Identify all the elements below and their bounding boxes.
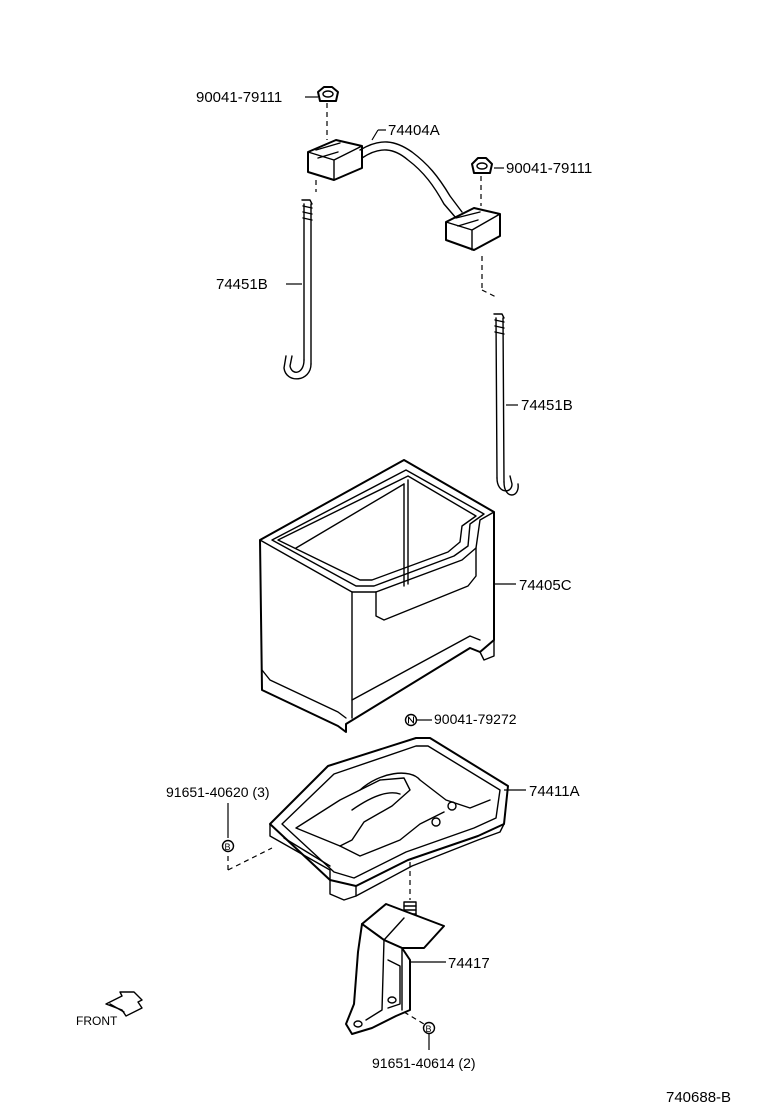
battery-bracket: [345, 901, 445, 1035]
callout-clamp: 74404A: [388, 122, 440, 139]
callout-nut-tray: 90041-79272: [434, 711, 517, 727]
callout-nut-top-left: 90041-79111: [196, 89, 282, 106]
callout-rod-right: 74451B: [521, 397, 573, 414]
svg-text:B: B: [426, 1024, 432, 1034]
callout-rod-left: 74451B: [216, 276, 268, 293]
nut-top-left-icon: [317, 86, 339, 102]
callout-tray: 74411A: [529, 783, 580, 800]
nut-tray-icon: [404, 713, 418, 727]
nut-top-right-icon: [471, 157, 493, 174]
battery-tray: [269, 737, 509, 901]
callout-bolt-bracket: 91651-40614 (2): [372, 1055, 476, 1071]
svg-text:B: B: [225, 842, 231, 852]
battery-clamp: [307, 139, 501, 251]
battery-box: [259, 459, 495, 733]
callout-bracket: 74417: [448, 955, 490, 972]
hold-down-rod-right: [493, 313, 519, 496]
bolt-tray-icon: B: [221, 839, 235, 853]
callout-bolt-tray: 91651-40620 (3): [166, 784, 270, 800]
front-label: FRONT: [76, 1014, 118, 1028]
hold-down-rod-left: [283, 199, 313, 380]
callout-battery-box: 74405C: [519, 577, 572, 594]
callout-nut-top-right: 90041-79111: [506, 160, 592, 177]
bolt-bracket-icon: B: [422, 1021, 436, 1035]
diagram-id: 740688-B: [666, 1089, 731, 1106]
front-direction-arrow-icon: [105, 991, 143, 1017]
